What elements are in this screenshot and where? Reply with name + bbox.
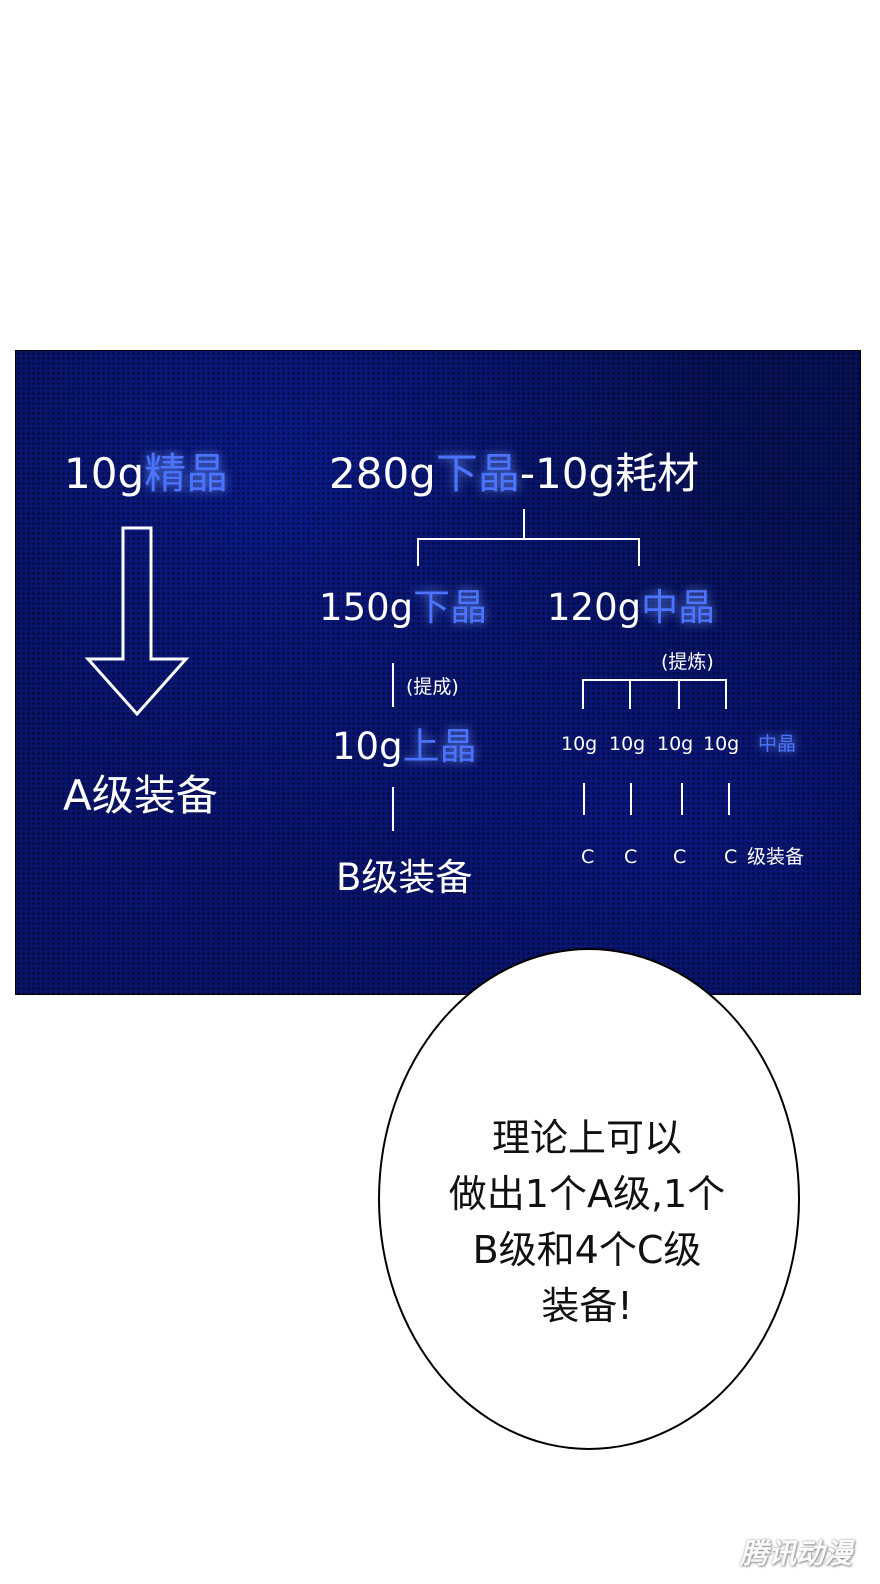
watermark: 腾讯动漫 [739, 1537, 852, 1570]
branch1-label: 150g下晶 [319, 586, 488, 629]
diagram-panel: 10g精晶 A级装备 280g下晶-10g耗材 150g下晶 (提成) 10g上… [15, 350, 861, 995]
branch1-process: (提成) [406, 676, 459, 698]
c-line-3 [681, 783, 683, 815]
a-grade-equipment: A级装备 [63, 771, 218, 820]
grade-c-3: C [673, 846, 687, 868]
bubble-line-1: 理论上可以 [491, 1116, 682, 1160]
c-grade-equipment: 级装备 [747, 846, 805, 868]
portion-4: 10g [703, 733, 740, 755]
mid-crystal-label: 中晶 [758, 733, 797, 755]
tree-branch-left [417, 538, 419, 566]
left-source-label: 10g精晶 [64, 449, 229, 498]
tree-branch-right [638, 538, 640, 566]
branch2-tick-1 [582, 679, 584, 709]
c-line-2 [630, 783, 632, 815]
b-grade-equipment: B级装备 [336, 856, 473, 899]
branch2-tick-2 [629, 679, 631, 709]
branch2-tick-3 [678, 679, 680, 709]
grade-c-2: C [624, 846, 638, 868]
bubble-line-4: 装备! [541, 1284, 633, 1328]
branch2-process: (提炼) [661, 651, 714, 673]
portion-1: 10g [561, 733, 598, 755]
branch1-result: 10g上晶 [332, 725, 477, 768]
branch1-line-lower [392, 787, 394, 831]
branch1-line-upper [392, 663, 394, 707]
c-line-1 [583, 783, 585, 815]
speech-bubble [378, 948, 800, 1450]
grade-c-4: C [724, 846, 738, 868]
bubble-line-2: 做出1个A级,1个 [448, 1172, 726, 1216]
grade-c-1: C [581, 846, 595, 868]
portion-2: 10g [609, 733, 646, 755]
branch2-label: 120g中晶 [547, 586, 716, 629]
speech-bubble-text: 理论上可以 做出1个A级,1个 B级和4个C级 装备! [378, 1110, 796, 1334]
top-formula: 280g下晶-10g耗材 [329, 449, 700, 498]
bubble-line-3: B级和4个C级 [472, 1228, 702, 1272]
branch2-bar [582, 679, 726, 681]
down-arrow-icon [84, 526, 190, 717]
branch2-tick-4 [725, 679, 727, 709]
tree-stem [523, 509, 525, 539]
tree-branch-bar [417, 538, 640, 540]
portion-3: 10g [657, 733, 694, 755]
c-line-4 [728, 783, 730, 815]
halftone-texture [16, 351, 860, 994]
